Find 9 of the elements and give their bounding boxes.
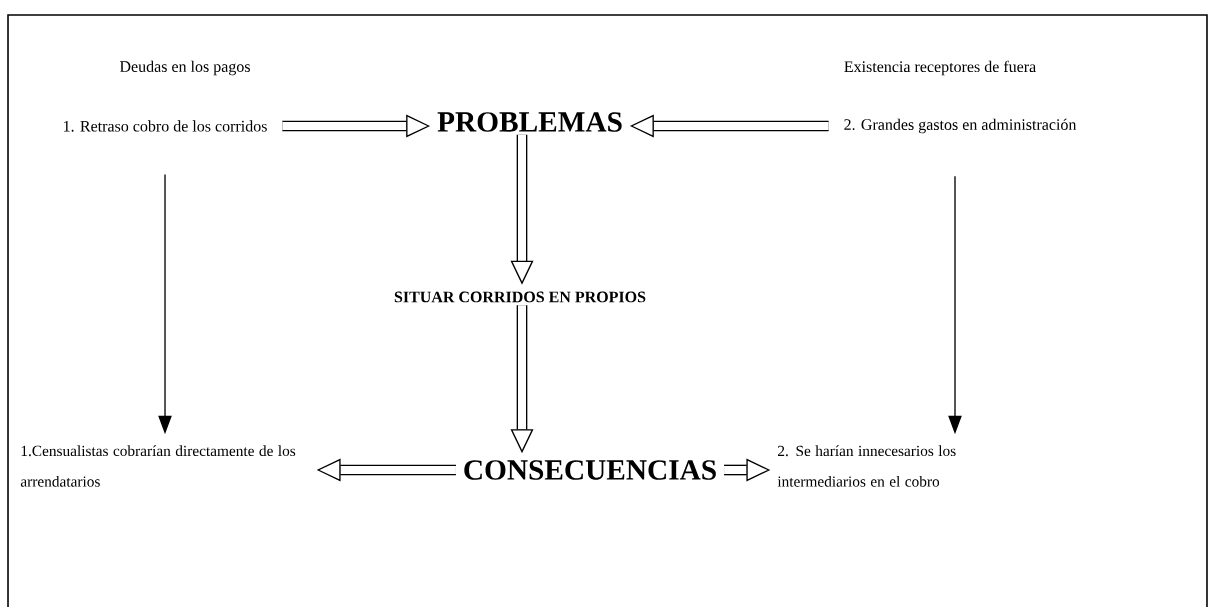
note-text: Deudas en los pagos (119, 60, 250, 76)
item-text: 2. Se harían innecesarios los intermediarios en el cobro (777, 445, 956, 487)
heading-text: SITUAR CORRIDOS EN PROPIOS (394, 291, 646, 303)
heading-text: PROBLEMAS (437, 112, 622, 132)
item-text: 2. Grandes gastos en administración (844, 118, 1077, 134)
note-text: Existencia receptores de fuera (844, 60, 1036, 76)
item-text: 1. Retraso cobro de los corridos (64, 120, 267, 132)
heading-text: CONSECUENCIAS (464, 460, 716, 480)
item-text: 1.Censualistas cobrarían directamente de los arrendatarios (20, 445, 296, 487)
